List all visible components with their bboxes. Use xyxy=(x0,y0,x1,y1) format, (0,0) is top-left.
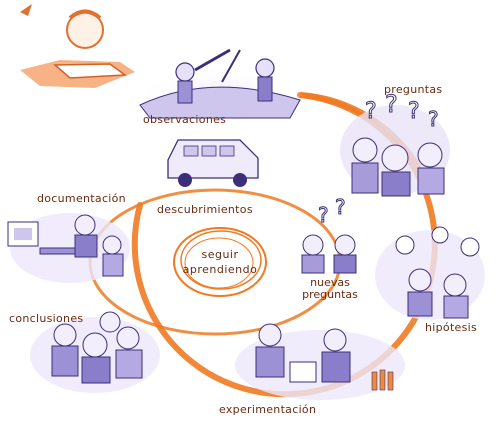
label-nuevas-preguntas-line2: preguntas xyxy=(302,288,358,301)
label-hipotesis: hipótesis xyxy=(425,321,478,334)
svg-text:?: ? xyxy=(365,99,377,124)
kid-reading-illustration xyxy=(20,4,135,88)
center-label-line2: aprendiendo xyxy=(182,263,258,276)
experimentation-illustration xyxy=(235,323,405,400)
documentation-illustration xyxy=(7,213,130,283)
discoveries-van-illustration xyxy=(167,139,259,187)
label-conclusiones: conclusiones xyxy=(9,312,84,325)
conclusions-illustration xyxy=(30,311,160,393)
label-descubrimientos: descubrimientos xyxy=(157,203,253,216)
svg-text:?: ? xyxy=(318,203,329,227)
center-swirl-icon xyxy=(173,227,267,297)
hypothesis-illustration xyxy=(375,226,485,320)
label-nuevas-preguntas: nuevas preguntas xyxy=(295,277,365,301)
new-questions-illustration: ? ? xyxy=(301,195,357,274)
label-nuevas: nuevas xyxy=(310,276,350,289)
label-observaciones: observaciones xyxy=(143,113,227,126)
svg-text:?: ? xyxy=(408,99,420,124)
observations-illustration xyxy=(135,48,305,123)
svg-text:?: ? xyxy=(335,195,346,219)
questions-illustration: ? ? ? ? xyxy=(340,90,450,197)
svg-text:?: ? xyxy=(428,107,439,131)
center-label-line1: seguir xyxy=(201,248,239,261)
svg-text:?: ? xyxy=(385,90,398,118)
label-preguntas: preguntas xyxy=(384,83,443,96)
center-label: seguir aprendiendo xyxy=(170,247,270,277)
label-experimentacion: experimentación xyxy=(219,403,317,416)
label-documentacion: documentación xyxy=(37,192,126,205)
